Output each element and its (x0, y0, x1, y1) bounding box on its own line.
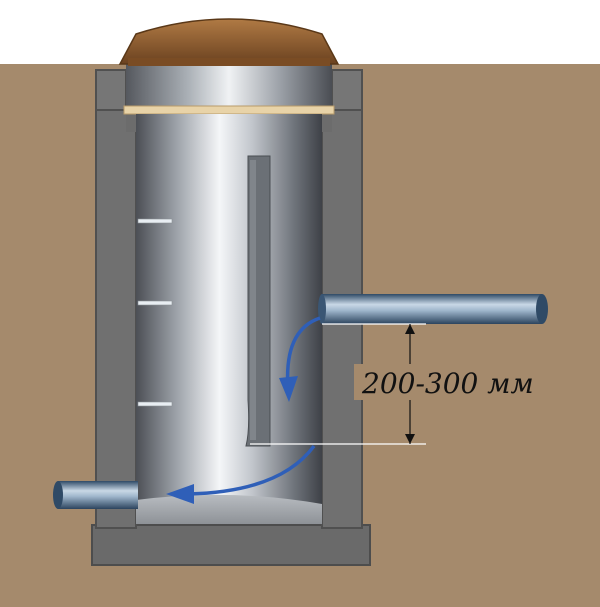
sump-floor (136, 494, 322, 524)
flow-arrow-upper (285, 316, 321, 389)
inlet-pipe (322, 294, 542, 324)
outlet-pipe (58, 481, 138, 509)
top-ring-left (95, 69, 127, 111)
top-ring-right (331, 69, 363, 111)
wood-strip (123, 105, 335, 115)
neck-ring (126, 64, 332, 108)
left-wall (95, 69, 137, 529)
inlet-pipe-mouth (318, 294, 326, 324)
base-slab (91, 524, 371, 566)
dimension-label-bg (354, 364, 550, 400)
shoulder-left (126, 110, 136, 132)
manhole-lid (118, 18, 340, 65)
baffle-highlight (250, 160, 256, 440)
drop-baffle (245, 155, 271, 447)
shaft-barrel (136, 114, 322, 512)
dimension-label: 200-300 мм (361, 367, 534, 400)
inlet-pipe-end (536, 294, 548, 324)
lid-rim (128, 58, 330, 66)
ladder-step-3 (137, 401, 173, 407)
ladder-step-1 (137, 218, 173, 224)
shoulder-right (322, 110, 332, 132)
ladder-step-2 (137, 300, 173, 306)
dimension-arrow-bottom (405, 434, 415, 444)
flow-arrow-lower-head (166, 484, 194, 504)
dimension-arrow-top (405, 324, 415, 334)
flow-arrow-upper-head (279, 376, 298, 402)
outlet-pipe-end (53, 481, 63, 509)
flow-arrow-lower (187, 444, 316, 496)
